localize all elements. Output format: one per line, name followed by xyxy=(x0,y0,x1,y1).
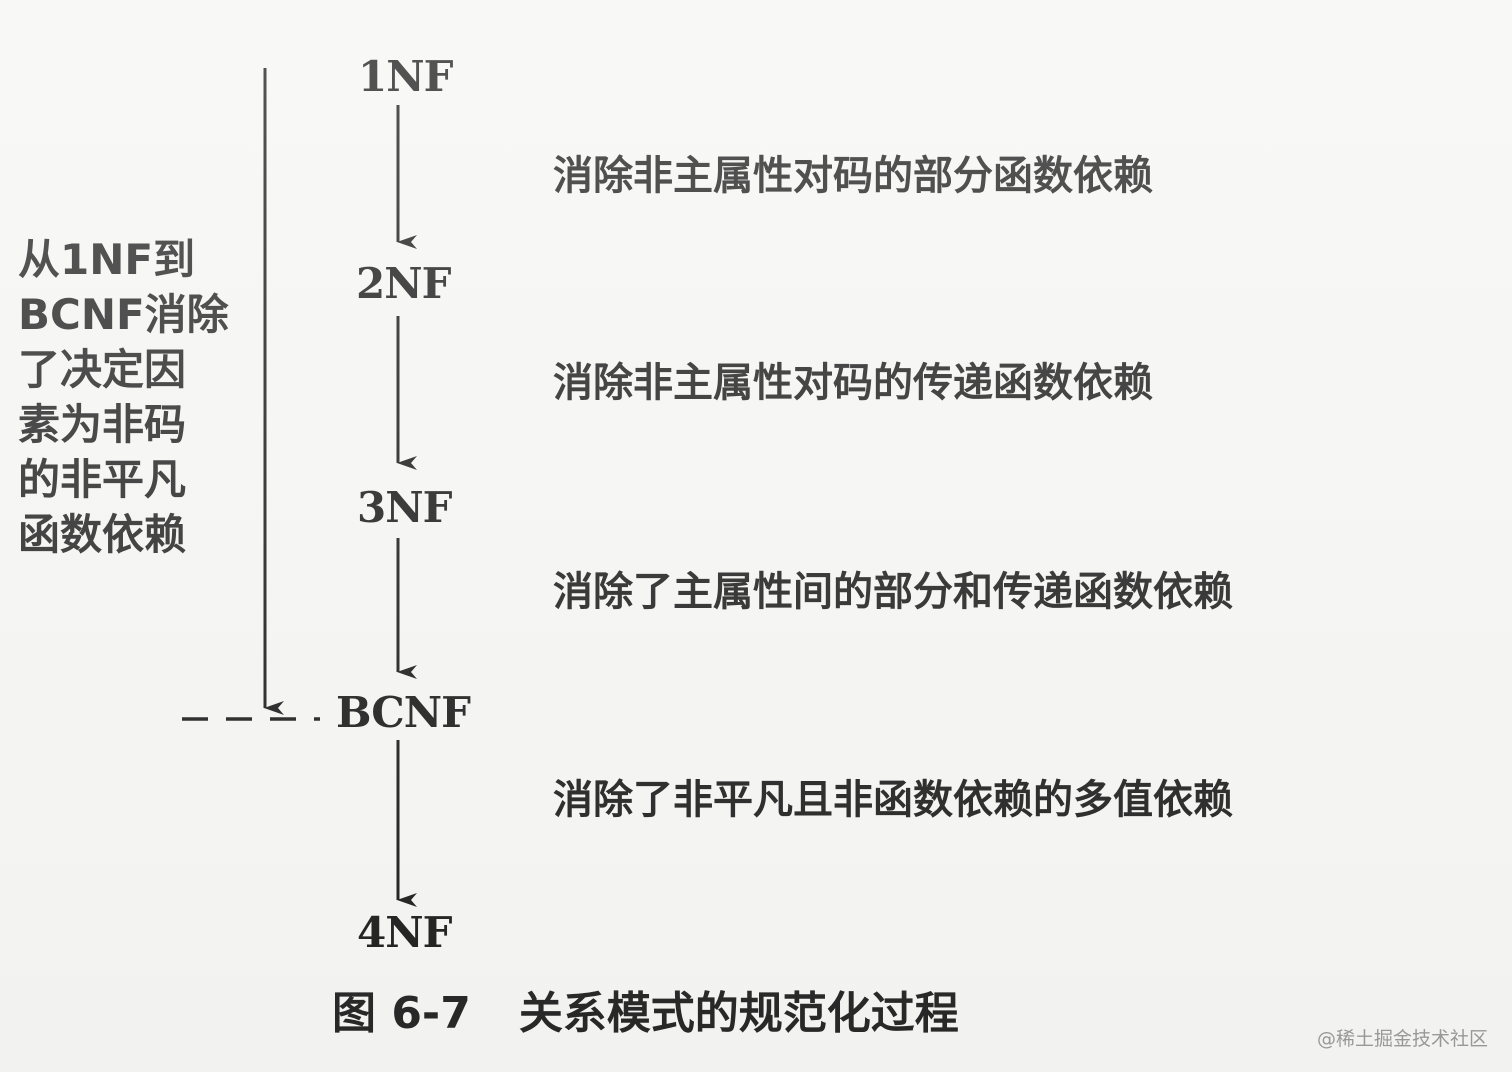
figure-number: 图 6-7 xyxy=(332,988,471,1039)
side-note-line: 从1NF到 xyxy=(18,235,196,284)
stage-label-4nf: 4NF xyxy=(357,908,452,957)
side-note-line: 的非平凡 xyxy=(18,455,187,504)
stage-label-2nf: 2NF xyxy=(356,259,451,308)
stage-label-3nf: 3NF xyxy=(357,483,452,532)
side-note-line: 函数依赖 xyxy=(18,510,187,559)
transition-label-1nf-2nf: 消除非主属性对码的部分函数依赖 xyxy=(553,153,1153,199)
stage-label-bcnf: BCNF xyxy=(336,688,471,737)
side-note-line: BCNF消除 xyxy=(18,290,229,339)
stage-label-1nf: 1NF xyxy=(358,52,453,101)
figure-title: 关系模式的规范化过程 xyxy=(518,988,959,1039)
transition-label-bcnf-4nf: 消除了非平凡且非函数依赖的多值依赖 xyxy=(553,777,1233,823)
side-note-line: 素为非码 xyxy=(18,400,187,449)
transition-label-3nf-bcnf: 消除了主属性间的部分和传递函数依赖 xyxy=(553,569,1233,615)
transition-label-2nf-3nf: 消除非主属性对码的传递函数依赖 xyxy=(553,360,1153,406)
side-note: 从1NF到 BCNF消除 了决定因 素为非码 的非平凡 函数依赖 xyxy=(18,232,248,562)
watermark: @稀土掘金技术社区 xyxy=(1316,1028,1488,1050)
side-note-line: 了决定因 xyxy=(18,345,187,394)
